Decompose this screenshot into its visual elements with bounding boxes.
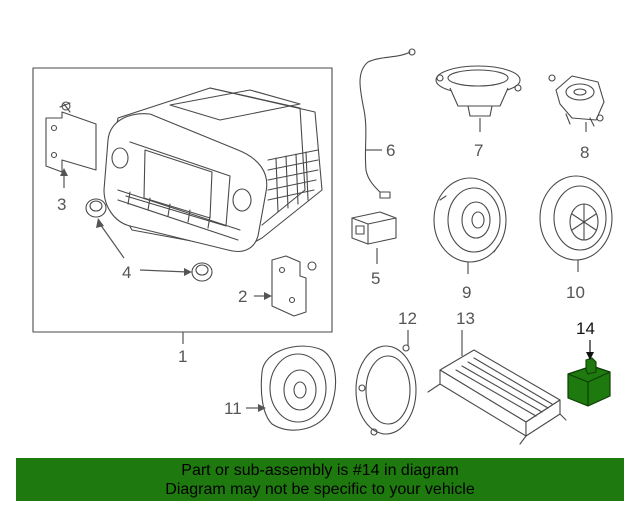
antenna-cable-part-6 (359, 48, 416, 199)
callout-7: 7 (474, 141, 483, 160)
callout-14: 14 (576, 319, 595, 338)
banner-line-1: Part or sub-assembly is #14 in diagram (181, 462, 459, 479)
module-part-5 (351, 211, 397, 245)
tweeter-part-7 (435, 65, 522, 117)
callout-5: 5 (371, 269, 380, 288)
callout-1: 1 (178, 347, 187, 366)
callout-11: 11 (224, 399, 242, 418)
callout-12: 12 (398, 309, 417, 328)
speaker-part-11 (260, 345, 337, 431)
speaker-ring-part-12 (355, 344, 417, 436)
tweeter-part-8 (548, 74, 605, 127)
callout-8: 8 (580, 143, 589, 162)
callout-6: 6 (386, 141, 395, 160)
callout-2: 2 (238, 287, 247, 306)
bracket-part-3 (45, 101, 97, 173)
speaker-part-9 (433, 177, 507, 263)
callout-10: 10 (566, 283, 585, 302)
callout-4: 4 (122, 263, 131, 282)
info-banner: Part or sub-assembly is #14 in diagram D… (16, 458, 624, 501)
banner-line-2: Diagram may not be specific to your vehi… (165, 481, 475, 498)
bracket-part-2 (271, 255, 317, 317)
head-unit (103, 87, 323, 253)
knob-part-4 (85, 198, 213, 282)
callout-9: 9 (462, 283, 471, 302)
callout-13: 13 (456, 309, 475, 328)
module-part-14 (567, 357, 611, 407)
speaker-part-10 (539, 175, 613, 261)
amplifier-part-13 (427, 349, 567, 445)
callout-3: 3 (57, 195, 66, 214)
